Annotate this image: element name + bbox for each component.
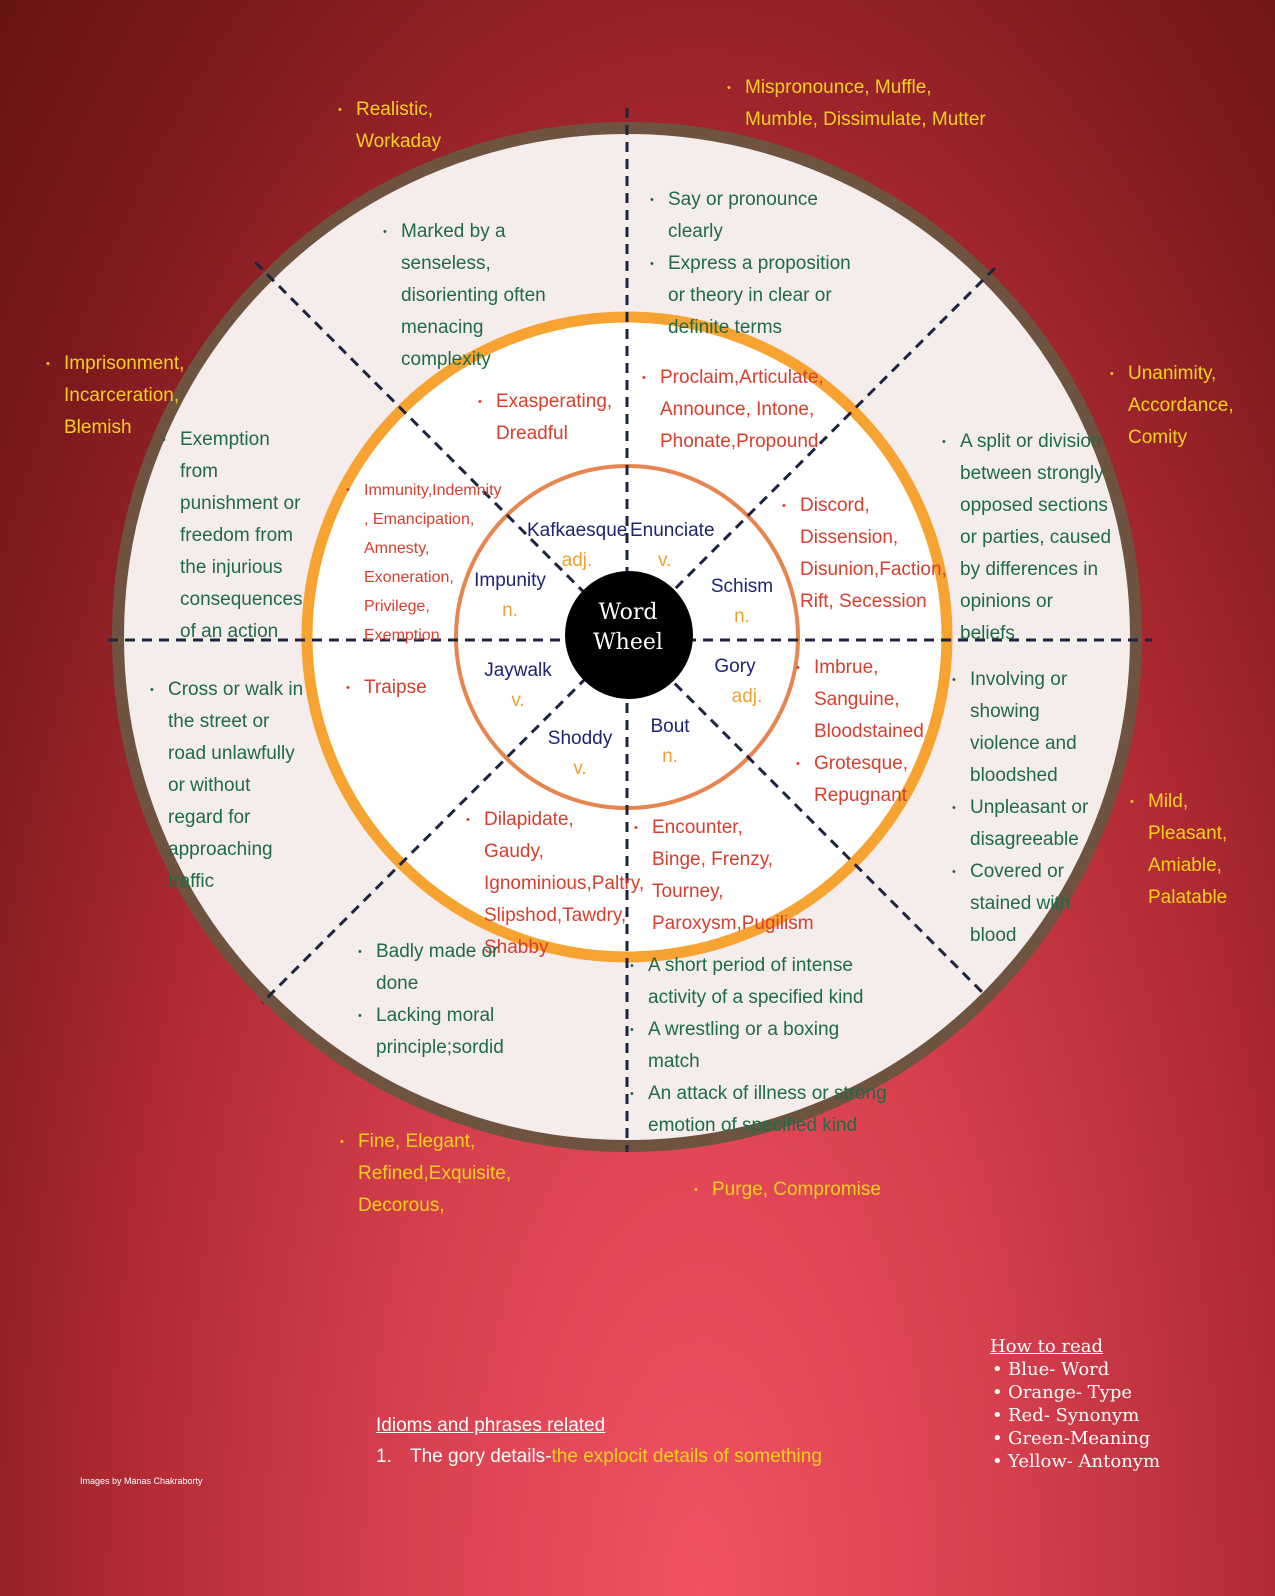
meanings-gory: Involving or showing violence and bloods…	[952, 664, 1107, 952]
type-label: adj.	[561, 550, 593, 571]
word-jaywalk: Jaywalk v.	[478, 656, 558, 716]
center-circle	[565, 571, 693, 699]
word-label: Shoddy	[547, 728, 613, 749]
type-label: v.	[511, 690, 525, 711]
synonyms-kafkaesque: Exasperating, Dreadful	[478, 386, 612, 450]
word-kafkaesque: Kafkaesque adj.	[527, 516, 627, 576]
antonyms-bout: Purge, Compromise	[694, 1174, 894, 1206]
meanings-impunity: Exemption from punishment or freedom fro…	[162, 424, 312, 648]
synonyms-jaywalk: Traipse	[346, 672, 446, 704]
antonyms-shoddy: Fine, Elegant, Refined,Exquisite, Decoro…	[340, 1126, 511, 1222]
word-label: Schism	[710, 576, 774, 597]
word-label: Jaywalk	[484, 660, 552, 681]
image-credit: Images by Manas Chakraborty	[80, 1476, 203, 1486]
antonyms-kafkaesque: Realistic, Workaday	[338, 94, 448, 158]
idioms-section: Idioms and phrases related 1. The gory de…	[376, 1410, 822, 1472]
legend-item: Orange- Type	[990, 1381, 1160, 1404]
synonyms-gory: Imbrue, Sanguine, Bloodstained Grotesque…	[796, 652, 924, 812]
antonyms-impunity: Imprisonment, Incarceration, Blemish	[46, 348, 184, 444]
meanings-bout: A short period of intense activity of a …	[630, 950, 895, 1142]
legend-item: Green-Meaning	[990, 1427, 1160, 1450]
antonyms-schism: Unanimity, Accordance, Comity	[1110, 358, 1234, 454]
word-label: Enunciate	[630, 520, 715, 541]
synonyms-bout: Encounter, Binge, Frenzy, Tourney, Parox…	[634, 812, 814, 940]
idiom-item: 1. The gory details-the explocit details …	[376, 1441, 822, 1472]
idiom-phrase: The gory details-	[410, 1446, 552, 1467]
legend-item: Blue- Word	[990, 1358, 1160, 1381]
word-schism: Schism n.	[706, 572, 778, 632]
idiom-number: 1.	[376, 1446, 392, 1467]
meanings-shoddy: Badly made or done Lacking moral princip…	[358, 936, 543, 1064]
word-enunciate: Enunciate v.	[630, 516, 722, 576]
antonyms-enunciate: Mispronounce, Muffle, Mumble, Dissimulat…	[727, 72, 987, 136]
antonyms-gory: Mild, Pleasant, Amiable, Palatable	[1130, 786, 1230, 914]
how-to-read-legend: How to read Blue- Word Orange- Type Red-…	[990, 1335, 1160, 1473]
word-label: Bout	[650, 716, 690, 737]
word-gory: Gory adj.	[700, 652, 770, 712]
meanings-enunciate: Say or pronounce clearly Express a propo…	[650, 184, 855, 344]
synonyms-enunciate: Proclaim,Articulate, Announce, Intone, P…	[642, 362, 824, 458]
synonyms-schism: Discord, Dissension, Disunion,Faction, R…	[782, 490, 947, 618]
meanings-kafkaesque: Marked by a senseless, disorienting ofte…	[383, 216, 573, 376]
type-label: v.	[573, 758, 587, 779]
word-shoddy: Shoddy v.	[540, 724, 620, 784]
word-label: Kafkaesque	[527, 520, 628, 541]
legend-item: Red- Synonym	[990, 1404, 1160, 1427]
type-label: n.	[662, 746, 678, 767]
type-label: v.	[658, 550, 672, 571]
word-impunity: Impunity n.	[470, 566, 550, 626]
legend-item: Yellow- Antonym	[990, 1450, 1160, 1473]
type-label: n.	[502, 600, 518, 621]
word-bout: Bout n.	[640, 712, 700, 772]
word-label: Gory	[714, 656, 756, 677]
legend-title: How to read	[990, 1336, 1103, 1357]
idioms-title: Idioms and phrases related	[376, 1415, 606, 1436]
synonyms-impunity: Immunity,Indemnity , Emancipation, Amnes…	[346, 476, 502, 650]
type-label: n.	[734, 606, 750, 627]
type-label: adj.	[731, 686, 763, 707]
center-label: Word Wheel	[593, 600, 663, 655]
idiom-meaning: the explocit details of something	[551, 1446, 822, 1467]
meanings-schism: A split or division between strongly opp…	[942, 426, 1112, 650]
meanings-jaywalk: Cross or walk in the street or road unla…	[150, 674, 310, 898]
word-label: Impunity	[474, 570, 546, 591]
